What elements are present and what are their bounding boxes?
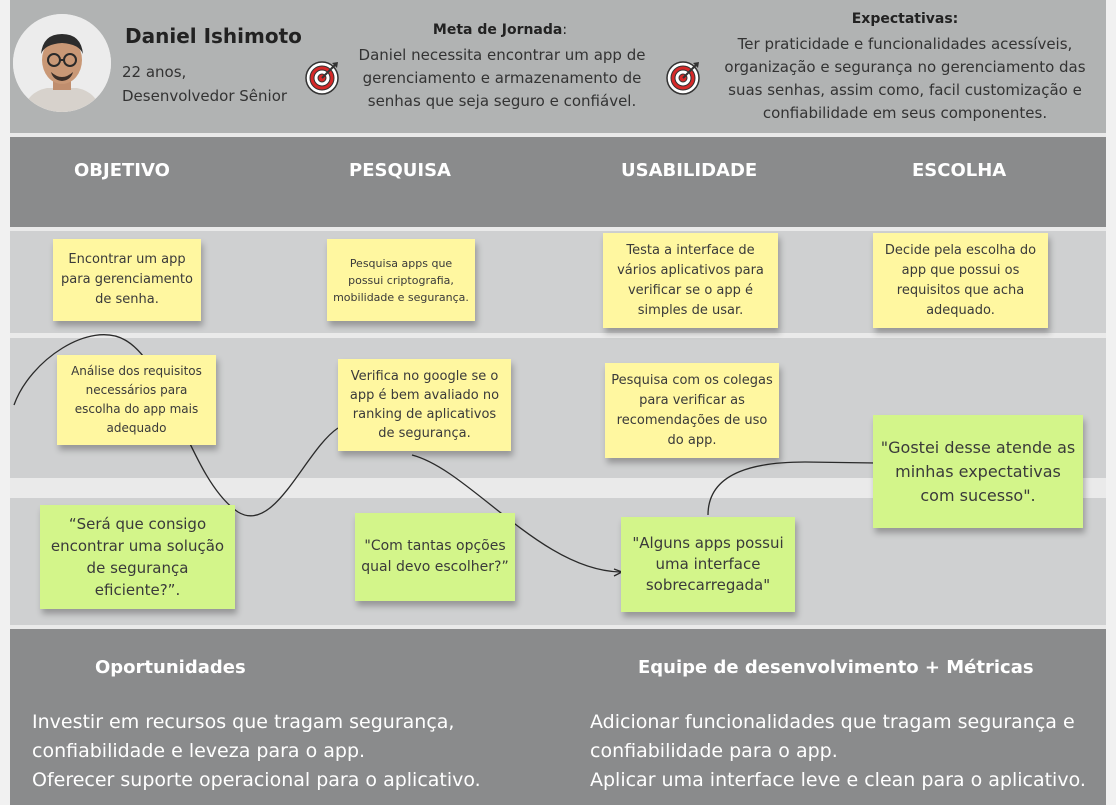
team-metrics-line: Adicionar funcionalidades que tragam seg… <box>590 711 1075 733</box>
divider <box>10 227 1106 231</box>
thought-note-objetivo: “Será que consigo encontrar uma solução … <box>40 505 235 609</box>
sticky-note-escolha-action: Decide pela escolha do app que possui os… <box>873 233 1048 328</box>
sticky-note-usabilidade-activity: Pesquisa com os colegas para verificar a… <box>605 363 779 458</box>
phase-usabilidade: USABILIDADE <box>621 160 758 181</box>
sticky-note-objetivo-action: Encontrar um app para gerenciamento de s… <box>53 239 201 321</box>
target-icon <box>305 61 339 95</box>
persona-age: 22 anos, <box>122 63 187 81</box>
sticky-note-objetivo-activity: Análise dos requisitos necessários para … <box>57 355 216 445</box>
divider <box>10 133 1106 137</box>
thought-note-pesquisa: "Com tantas opções qual devo escolher?” <box>355 513 515 601</box>
team-metrics-title: Equipe de desenvolvimento + Métricas <box>638 657 1034 678</box>
team-metrics-text: Adicionar funcionalidades que tragam seg… <box>590 708 1086 795</box>
divider <box>10 333 1106 338</box>
phase-pesquisa: PESQUISA <box>349 160 451 181</box>
target-icon <box>666 61 700 95</box>
opportunities-line: Oferecer suporte operacional para o apli… <box>32 769 481 791</box>
persona-name: Daniel Ishimoto <box>125 24 302 48</box>
phase-band <box>10 137 1106 227</box>
team-metrics-line: Aplicar uma interface leve e clean para … <box>590 769 1086 791</box>
team-metrics-line: confiabilidade para o app. <box>590 740 838 762</box>
persona-details: 22 anos, Desenvolvedor Sênior <box>122 60 287 108</box>
sticky-note-pesquisa-action: Pesquisa apps que possui criptografia, m… <box>327 239 475 321</box>
phase-escolha: ESCOLHA <box>912 160 1007 181</box>
divider <box>10 625 1106 629</box>
persona-header <box>10 0 1106 133</box>
thought-note-escolha: "Gostei desse atende as minhas expectati… <box>873 415 1083 528</box>
sticky-note-usabilidade-action: Testa a interface de vários aplicativos … <box>603 233 778 328</box>
opportunities-text: Investir em recursos que tragam seguranç… <box>32 708 481 795</box>
persona-avatar <box>13 14 111 112</box>
opportunities-title: Oportunidades <box>95 657 246 678</box>
expectations-title: Expectativas: <box>851 11 959 27</box>
opportunities-line: Investir em recursos que tragam seguranç… <box>32 711 455 733</box>
goal-text: Daniel necessita encontrar um app de ger… <box>358 46 646 110</box>
phase-objetivo: OBJETIVO <box>74 160 170 181</box>
opportunities-band <box>10 629 1106 805</box>
goal-title: Meta de Jornada: <box>432 22 568 38</box>
sticky-note-pesquisa-activity: Verifica no google se o app é bem avalia… <box>338 359 511 451</box>
persona-role: Desenvolvedor Sênior <box>122 87 288 105</box>
expectations-text: Ter praticidade e funcionalidades acessí… <box>724 35 1086 122</box>
opportunities-line: confiabilidade e leveza para o app. <box>32 740 366 762</box>
thought-note-usabilidade: "Alguns apps possui uma interface sobrec… <box>621 517 795 612</box>
